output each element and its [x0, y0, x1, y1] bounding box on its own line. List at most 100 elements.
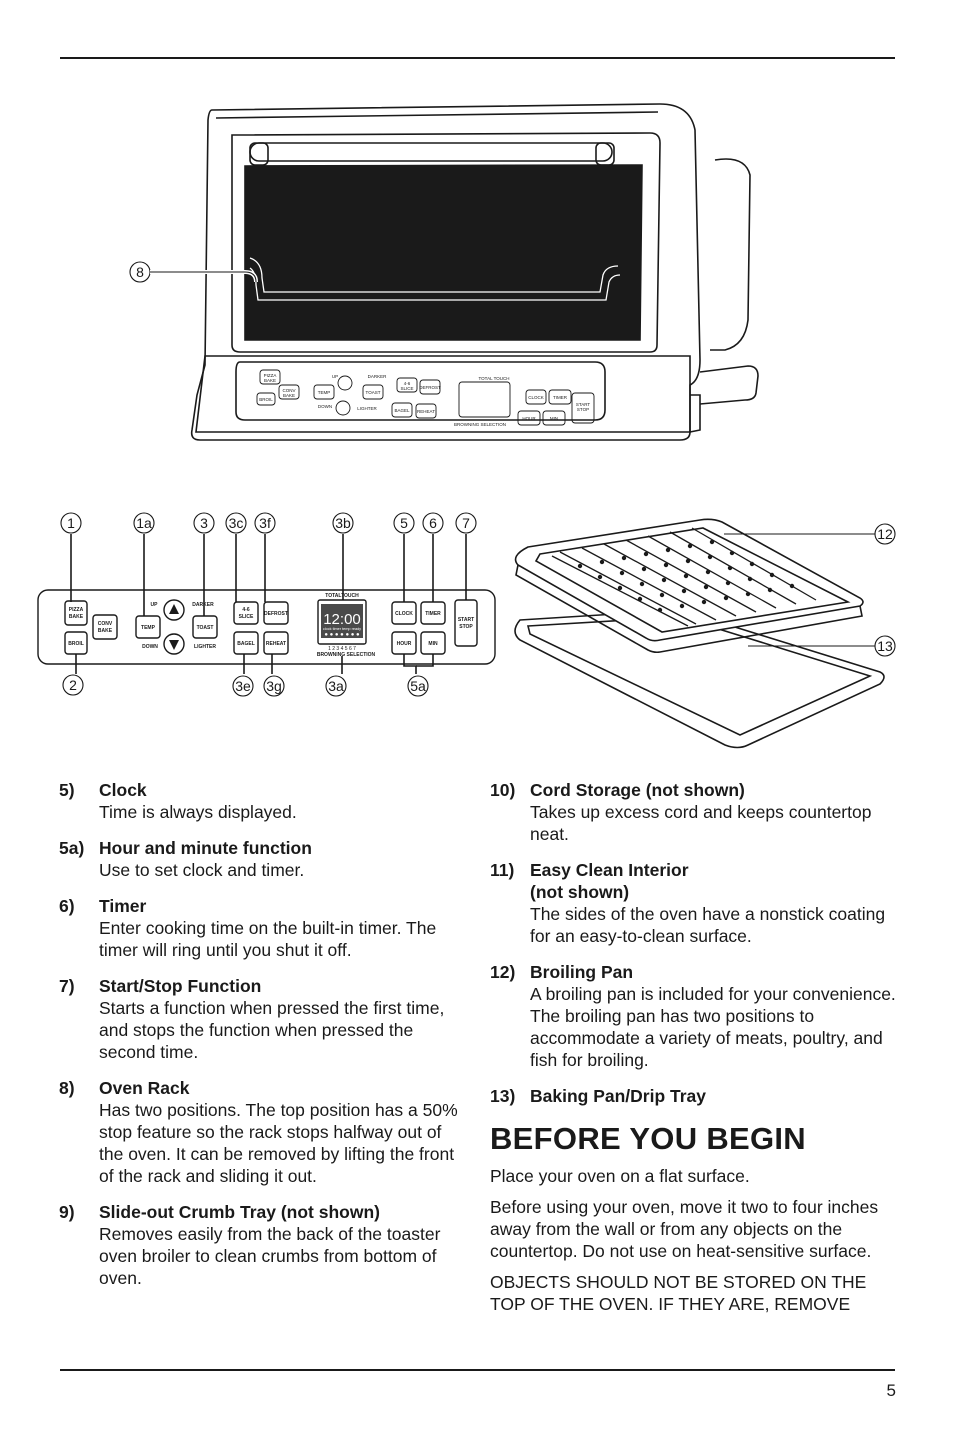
item-number: 7): [59, 976, 75, 996]
oven-pizza-label: PIZZA: [264, 373, 277, 378]
oven-conv-bake-label: BAKE: [283, 393, 295, 398]
min-label: MIN: [428, 641, 438, 647]
oven-bagel-label: BAGEL: [394, 408, 410, 413]
item-desc: Removes easily from the back of the toas…: [99, 1224, 441, 1288]
oven-browning-label: BROWNING SELECTION: [454, 422, 506, 427]
conv-label: CONV: [98, 621, 113, 627]
item-number: 5a): [59, 838, 85, 858]
toast-label: TOAST: [197, 625, 214, 631]
oven-lighter-label: LIGHTER: [357, 406, 377, 411]
oven-slice-label: SLICE: [400, 386, 413, 391]
oven-temp-label: TEMP: [318, 390, 331, 395]
item-title: Oven Rack: [99, 1078, 190, 1098]
section-paragraph: Before using your oven, move it two to f…: [490, 1197, 879, 1261]
section-paragraph: Place your oven on a flat surface.: [490, 1166, 750, 1186]
item-number: 11): [490, 860, 515, 880]
down-arrow-icon: [169, 640, 179, 650]
lcd-time: 12:00: [323, 611, 361, 628]
oven-hour-label: HOUR: [522, 416, 536, 421]
item-10: 10) Cord Storage (not shown)Takes up exc…: [490, 779, 900, 845]
oven-min-label: MIN: [550, 416, 558, 421]
up-arrow-icon: [169, 604, 179, 614]
svg-text:5: 5: [400, 515, 408, 531]
oven-bake-label: BAKE: [264, 378, 276, 383]
top-rule: [60, 57, 895, 59]
right-column: 10) Cord Storage (not shown)Takes up exc…: [490, 779, 900, 1324]
item-title: Hour and minute function: [99, 838, 312, 858]
oven-toast-label: TOAST: [366, 390, 381, 395]
reheat-label: REHEAT: [266, 641, 286, 647]
lcd-digits: 1 2 3 4 5 6 7: [328, 646, 356, 652]
svg-text:3g: 3g: [266, 678, 282, 694]
browning-label: BROWNING SELECTION: [317, 652, 376, 658]
svg-text:7: 7: [462, 515, 470, 531]
oven-conv-label: CONV: [282, 388, 295, 393]
item-number: 6): [59, 896, 75, 916]
item-number: 12): [490, 962, 516, 982]
oven-timer-label: TIMER: [553, 395, 568, 400]
section-paragraph: OBJECTS SHOULD NOT BE STORED ON THE TOP …: [490, 1272, 867, 1314]
item-desc: Use to set clock and timer.: [99, 860, 305, 880]
down-label: DOWN: [142, 644, 158, 650]
oven-broil-label: BROIL: [259, 397, 273, 402]
item-title: Broiling Pan: [530, 962, 634, 982]
oven-clock-label: CLOCK: [528, 395, 544, 400]
callout-12: 12: [724, 523, 896, 545]
darker-label: DARKER: [192, 602, 214, 608]
item-number: 5): [59, 780, 75, 800]
svg-text:6: 6: [429, 515, 437, 531]
start-label: START: [458, 617, 474, 623]
oven-brand-label: TOTAL TOUCH: [478, 376, 509, 381]
svg-text:5a: 5a: [410, 678, 426, 694]
svg-text:3b: 3b: [335, 515, 351, 531]
slice-label: SLICE: [239, 614, 254, 620]
panel-callouts-bottom: 2 3e 3g 3a 5a: [62, 674, 429, 697]
bagel-label: BAGEL: [237, 641, 255, 647]
svg-text:12: 12: [877, 526, 893, 542]
item-title: Start/Stop Function: [99, 976, 262, 996]
item-desc: Takes up excess cord and keeps counterto…: [530, 802, 872, 844]
bottom-rule: [60, 1369, 895, 1371]
oven-down-label: DOWN: [318, 404, 332, 409]
callout-13: 13: [748, 635, 896, 657]
lighter-label: LIGHTER: [194, 644, 216, 650]
item-number: 8): [59, 1078, 75, 1098]
svg-text:1a: 1a: [136, 515, 152, 531]
item-title: Slide-out Crumb Tray (not shown): [99, 1202, 380, 1222]
stop-label: STOP: [459, 624, 473, 630]
item-11: 11) Easy Clean Interior (not shown)The s…: [490, 859, 900, 947]
pizza-bake-label: BAKE: [69, 614, 84, 620]
item-desc: Starts a function when pressed the first…: [99, 998, 445, 1062]
conv-bake-label: BAKE: [98, 628, 113, 634]
svg-text:3c: 3c: [229, 515, 244, 531]
oven-defrost-label: DEFROST: [419, 385, 441, 390]
item-title: Baking Pan/Drip Tray: [530, 1086, 707, 1106]
item-desc: The sides of the oven have a nonstick co…: [530, 904, 886, 946]
oven-start-label: START: [576, 402, 591, 407]
item-13: 13) Baking Pan/Drip Tray: [490, 1085, 900, 1107]
svg-text:3: 3: [200, 515, 208, 531]
item-title: Timer: [99, 896, 147, 916]
lcd-status-row: clock timer temp ready: [323, 627, 361, 631]
oven-illustration: PIZZA BAKE BROIL CONV BAKE TEMP UP DOWN …: [37, 103, 896, 749]
lcd-dots: ● ● ● ● ● ● ●: [324, 632, 360, 638]
svg-text:3f: 3f: [259, 515, 271, 531]
brand-label: TOTALTOUCH: [325, 593, 359, 599]
lcd-display: [321, 604, 363, 638]
slice-top-label: 4-6: [242, 607, 249, 613]
item-9: 9) Slide-out Crumb Tray (not shown)Remov…: [59, 1201, 469, 1289]
oven-up-label: UP: [332, 374, 338, 379]
item-desc: Enter cooking time on the built-in timer…: [99, 918, 437, 960]
svg-text:3e: 3e: [235, 678, 251, 694]
panel-callouts-top: 1 1a 3 3c 3f 3b 5 6 7: [60, 512, 477, 534]
clock-label: CLOCK: [395, 611, 413, 617]
svg-text:8: 8: [136, 264, 144, 280]
item-title: Easy Clean Interior (not shown): [530, 860, 689, 902]
